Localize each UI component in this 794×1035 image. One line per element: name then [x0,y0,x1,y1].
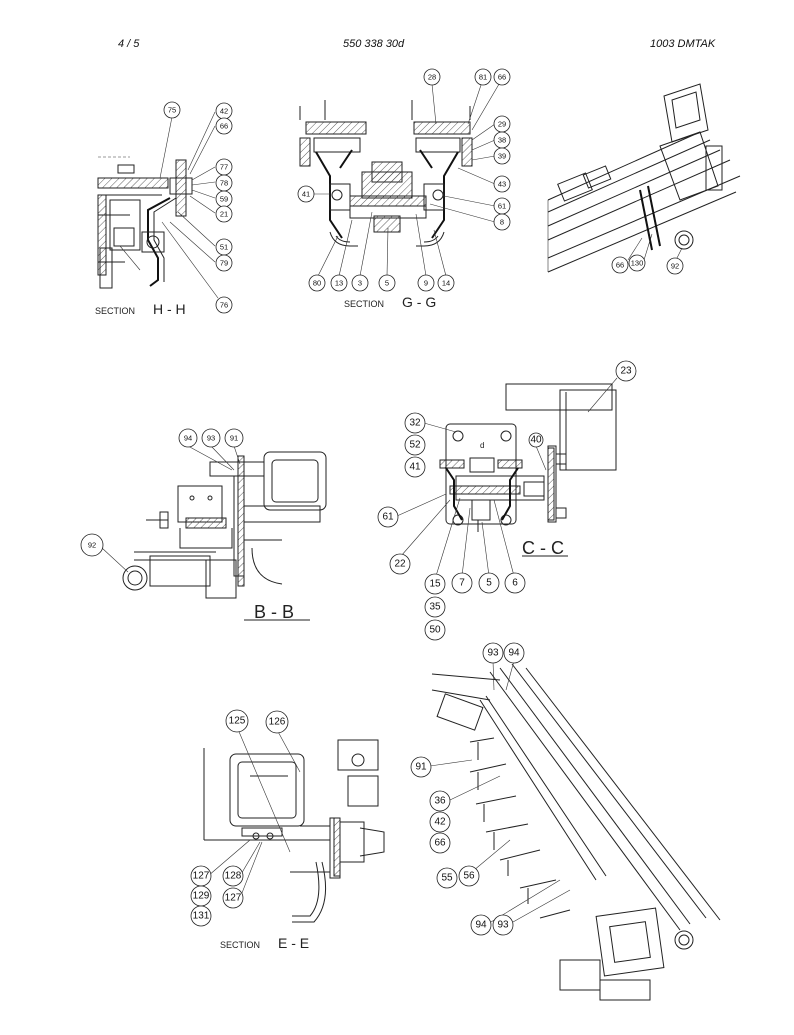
model-code: 1003 DMTAK [650,38,716,50]
callout: 80 [313,279,321,288]
section-gg-callouts: 28 81 66 29 38 39 43 41 61 8 80 13 3 5 9… [297,68,511,292]
section-gg-drawing [299,78,503,277]
section-bb-callouts: 94 93 91 92 [80,428,244,557]
callout: 66 [220,122,228,131]
callout: 93 [497,920,509,931]
section-bb-letters: B - B [254,602,294,622]
callout: 76 [220,301,228,310]
callout: 40 [530,435,542,446]
callout: 128 [225,871,242,882]
callout: 66 [616,261,624,270]
callout: 42 [220,107,228,116]
section-hh-letters: H - H [153,301,186,317]
callout: 94 [508,648,520,659]
callout: 77 [220,163,228,172]
callout: 129 [193,891,210,902]
callout: 125 [229,716,246,727]
callout: 13 [335,279,343,288]
callout: 78 [220,179,228,188]
callout: 5 [385,279,389,288]
callout: 51 [220,243,228,252]
callout: 36 [434,796,446,807]
callout: 6 [512,578,518,589]
callout: 91 [415,762,427,773]
section-ee-drawing [203,726,385,923]
callout: 94 [475,920,487,931]
callout: 66 [498,73,506,82]
callout: 61 [498,202,506,211]
callout: 127 [225,893,242,904]
callout: 59 [220,195,228,204]
callout: 43 [498,180,506,189]
page-number: 4 / 5 [118,38,140,50]
callout: 56 [463,871,475,882]
callout: 32 [409,418,421,429]
callout: 127 [193,871,210,882]
callout: 21 [220,210,228,219]
callout: 29 [498,120,506,129]
callout: 93 [487,648,499,659]
section-hh-label: SECTION [95,306,135,316]
section-bb-drawing [101,445,327,621]
callout: 79 [220,259,228,268]
callout: 50 [429,625,441,636]
callout: 66 [434,838,446,849]
callout: 52 [409,440,421,451]
document-number: 550 338 30d [343,38,405,50]
callout: 81 [479,73,487,82]
section-ee-callouts: 125 126 127 129 131 128 127 [190,709,289,927]
callout: 41 [302,190,310,199]
callout: 75 [168,106,176,115]
callout: 131 [193,911,210,922]
callout: 130 [631,259,644,268]
callout: 5 [486,578,492,589]
section-cc-callouts: 23 32 52 41 40 61 22 15 35 50 7 5 6 [377,360,637,641]
callout: 55 [441,873,453,884]
callout: 61 [382,512,394,523]
callout: 8 [500,218,504,227]
callout: 126 [269,717,286,728]
iso-view-top-callouts: 66 130 92 [611,254,684,275]
section-gg-label: SECTION [344,299,384,309]
callout: 35 [429,602,441,613]
callout: 41 [409,462,421,473]
callout: 15 [429,579,441,590]
section-cc-letters: C - C [522,538,564,558]
callout: 92 [671,262,679,271]
section-gg-letters: G - G [402,294,436,310]
section-hh-drawing [97,111,219,299]
callout: 94 [184,434,192,443]
callout: 92 [88,541,96,550]
iso-view-bottom-drawing [429,660,721,1001]
callout: 23 [620,366,632,377]
section-hh-callouts: 75 42 66 77 78 59 21 51 79 76 [163,101,233,314]
callout: 42 [434,817,446,828]
iso-view-bottom-callouts: 93 94 91 36 42 66 55 56 94 93 [410,642,525,936]
callout: 7 [459,578,465,589]
section-cc-drawing [396,377,618,577]
plate-mark: d [480,441,484,450]
callout: 22 [394,559,406,570]
callout: 91 [230,434,238,443]
callout: 38 [498,136,506,145]
callout: 3 [358,279,362,288]
callout: 9 [424,279,428,288]
iso-view-top-drawing [547,83,741,273]
callout: 93 [207,434,215,443]
section-ee-letters: E - E [278,935,309,951]
callout: 39 [498,152,506,161]
callout: 14 [442,279,450,288]
callout: 28 [428,73,436,82]
section-ee-label: SECTION [220,940,260,950]
